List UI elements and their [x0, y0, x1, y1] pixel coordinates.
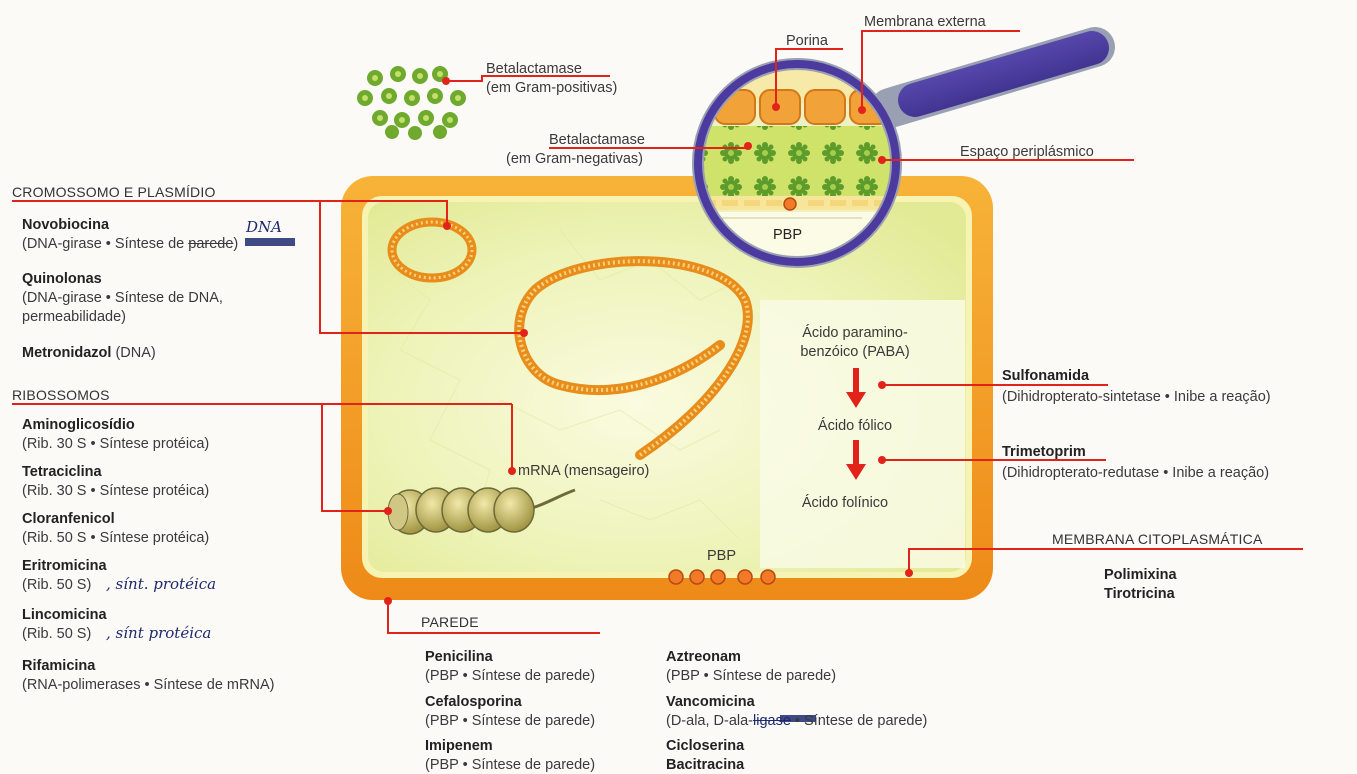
handwritten-lincomicina: , sínt protéica	[106, 624, 211, 642]
drug-polimixina: Polimixina	[1104, 566, 1177, 584]
drug-aztreonam-detail: (PBP • Síntese de parede)	[666, 667, 836, 685]
drug-quinolonas-detail2: permeabilidade)	[22, 308, 126, 326]
drug-imipenem-detail: (PBP • Síntese de parede)	[425, 756, 595, 774]
drug-cloranfenicol: Cloranfenicol	[22, 510, 115, 528]
drug-imipenem: Imipenem	[425, 737, 493, 755]
handwritten-dna: DNA	[246, 218, 282, 236]
drug-cefalosporina-detail: (PBP • Síntese de parede)	[425, 712, 595, 730]
label-paba-2: benzóico (PABA)	[770, 343, 940, 361]
section-ribossomos: RIBOSSOMOS	[12, 387, 110, 403]
label-mrna: mRNA (mensageiro)	[518, 462, 649, 480]
drug-trimetoprim-detail: (Dihidropterato-redutase • Inibe a reaçã…	[1002, 464, 1269, 482]
drug-lincomicina-detail: (Rib. 50 S)	[22, 625, 91, 643]
drug-aminoglicosidio-detail: (Rib. 30 S • Síntese protéica)	[22, 435, 209, 453]
label-espaco-periplasmico: Espaço periplásmico	[960, 143, 1094, 161]
label-paba-1: Ácido paramino-	[770, 324, 940, 342]
label-membrana-externa: Membrana externa	[864, 13, 986, 31]
drug-rifamicina: Rifamicina	[22, 657, 95, 675]
drug-aztreonam: Aztreonam	[666, 648, 741, 666]
drug-rifamicina-detail: (RNA-polimerases • Síntese de mRNA)	[22, 676, 274, 694]
drug-sulfonamida-detail: (Dihidropterato-sintetase • Inibe a reaç…	[1002, 388, 1271, 406]
drug-trimetoprim: Trimetoprim	[1002, 443, 1086, 461]
drug-aminoglicosidio: Aminoglicosídio	[22, 416, 135, 434]
label-beta-pos-1: Betalactamase	[486, 60, 582, 78]
drug-vancomicina: Vancomicina	[666, 693, 755, 711]
section-membrana: MEMBRANA CITOPLASMÁTICA	[1052, 531, 1263, 547]
drug-name: Metronidazol	[22, 345, 111, 361]
label-porina: Porina	[786, 32, 828, 50]
detail-text: • Síntese de parede)	[791, 713, 927, 729]
drug-quinolonas: Quinolonas	[22, 270, 102, 288]
drug-quinolonas-detail: (DNA-girase • Síntese de DNA,	[22, 289, 223, 307]
drug-novobiocina: Novobiocina	[22, 216, 109, 234]
drug-cefalosporina: Cefalosporina	[425, 693, 522, 711]
drug-tetraciclina-detail: (Rib. 30 S • Síntese protéica)	[22, 482, 209, 500]
drug-sulfonamida: Sulfonamida	[1002, 367, 1089, 385]
ribosomes	[388, 488, 534, 534]
section-parede: PAREDE	[421, 614, 479, 630]
handwritten-eritromicina: , sínt. protéica	[106, 575, 216, 593]
label-pbp-lens: PBP	[773, 226, 802, 244]
detail-text: )	[233, 236, 238, 252]
drug-detail: (DNA)	[115, 345, 155, 361]
label-acido-folinico: Ácido folínico	[770, 494, 920, 512]
drug-lincomicina: Lincomicina	[22, 606, 107, 624]
drug-vancomicina-detail: (D-ala, D-ala-ligase • Síntese de parede…	[666, 712, 927, 730]
drug-penicilina-detail: (PBP • Síntese de parede)	[425, 667, 595, 685]
drug-penicilina: Penicilina	[425, 648, 493, 666]
label-acido-folico: Ácido fólico	[770, 417, 940, 435]
label-beta-neg-2: (em Gram-negativas)	[506, 150, 643, 168]
label-pbp-wall: PBP	[707, 547, 736, 565]
drug-eritromicina: Eritromicina	[22, 557, 107, 575]
detail-text: (D-ala, D-ala-	[666, 713, 753, 729]
drug-bacitracina: Bacitracina	[666, 756, 744, 774]
drug-cicloserina: Cicloserina	[666, 737, 744, 755]
drug-metronidazol: Metronidazol (DNA)	[22, 344, 156, 362]
detail-text: (DNA-girase • Síntese de	[22, 236, 188, 252]
drug-novobiocina-detail: (DNA-girase • Síntese de parede)	[22, 235, 238, 253]
drug-tetraciclina: Tetraciclina	[22, 463, 102, 481]
drug-eritromicina-detail: (Rib. 50 S)	[22, 576, 91, 594]
label-beta-pos-2: (em Gram-positivas)	[486, 79, 617, 97]
drug-tirotricina: Tirotricina	[1104, 585, 1175, 603]
section-cromossomo: CROMOSSOMO E PLASMÍDIO	[12, 184, 216, 200]
drug-cloranfenicol-detail: (Rib. 50 S • Síntese protéica)	[22, 529, 209, 547]
struck-word: ligase	[753, 713, 791, 729]
struck-word: parede	[188, 236, 233, 252]
label-beta-neg-1: Betalactamase	[549, 131, 645, 149]
